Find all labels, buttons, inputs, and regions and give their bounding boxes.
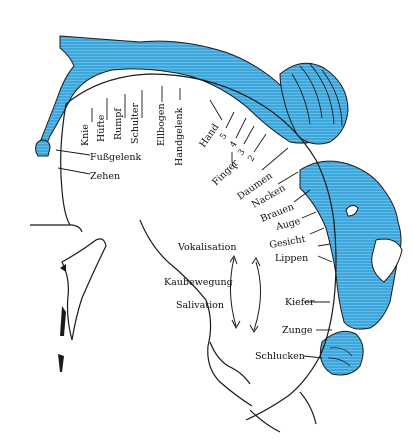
label-finger: Finger [210,157,241,188]
lower-contour [249,391,317,433]
label-lippen: Lippen [275,253,308,264]
leader-lines [55,86,333,359]
homunculus-face-figure [299,160,403,376]
homunculus-body-figure [35,35,349,157]
arrow-left-head-bottom [231,319,241,330]
inner-structure [139,219,253,407]
label-rumpf: Rumpf [113,107,124,140]
arrow-right-curve [253,261,262,331]
label-huefte: Hüfte [96,114,107,142]
label-handgelenk: Handgelenk [174,107,185,166]
label-fussgelenk: Fußgelenk [90,152,142,163]
finger-lines [291,63,343,127]
label-salivation: Salivation [176,300,224,311]
label-kaubewegung: Kaubewegung [164,277,233,288]
tongue-texture [327,347,353,367]
brain-section-outline [30,73,337,433]
label-vokalisation: Vokalisation [177,242,236,253]
stem-mark-lower [58,354,64,372]
label-ellbogen: Ellbogen [156,103,167,146]
label-zehen: Zehen [90,171,120,182]
arrow-left-head-top [229,254,238,265]
body-labels: Knie Hüfte Rumpf Schulter Ellbogen Handg… [80,102,315,362]
ventricle-shape [61,238,107,341]
label-zunge: Zunge [282,325,313,336]
label-schlucken: Schlucken [255,351,305,362]
cortex-outer-contour [65,73,337,421]
label-knie: Knie [80,124,91,146]
dark-stem-marks [58,264,66,372]
arrow-right-head-top [251,257,261,267]
label-schulter: Schulter [130,102,141,144]
stem-mark-middle [60,306,66,336]
midline-left [30,224,83,233]
foot-shape [35,139,51,157]
cortex-left-edge [60,103,71,226]
arrow-left-curve [229,257,237,327]
tongue-shape [319,330,364,376]
mouth-opening [371,238,403,283]
eye-shape [345,204,359,217]
label-finger-2: 2 [246,154,257,164]
label-finger-5: 5 [218,132,229,142]
label-kiefer: Kiefer [285,297,315,308]
label-finger-3: 3 [236,148,247,158]
vocalisation-arrows [229,254,262,333]
stem-mark-upper [60,264,66,272]
label-finger-4: 4 [228,140,239,150]
face-shape [299,160,402,330]
inner-structure-lower [209,341,251,385]
arrow-right-head-bottom [249,324,259,333]
label-gesicht: Gesicht [269,234,307,251]
